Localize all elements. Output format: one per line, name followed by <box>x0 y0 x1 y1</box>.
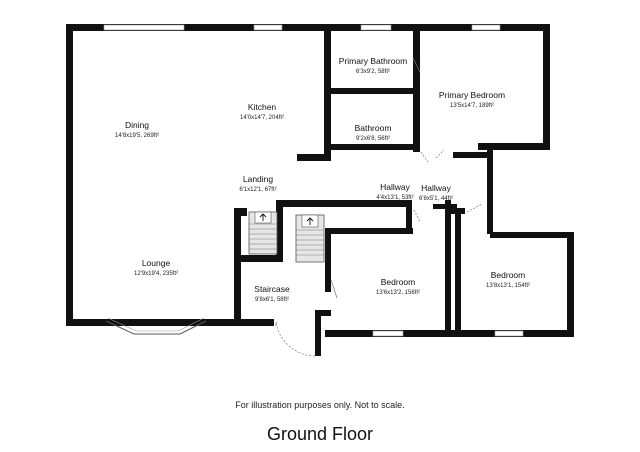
room-bathroom-name: Bathroom <box>355 123 392 133</box>
room-bedroom-1-name: Bedroom <box>381 277 416 287</box>
room-hallway-2-name: Hallway <box>421 183 452 193</box>
room-hallway-2-dims: 6'8x5'1, 44ft² <box>419 196 453 202</box>
room-kitchen-name: Kitchen <box>248 102 277 112</box>
room-bedroom-2-name: Bedroom <box>491 270 526 280</box>
room-dining-name: Dining <box>125 120 149 130</box>
room-landing-name: Landing <box>243 174 274 184</box>
room-hallway-1-name: Hallway <box>380 182 411 192</box>
floor-plan: Dining 14'8x19'5, 269ft² Kitchen 14'0x14… <box>66 24 574 357</box>
room-primary-bathroom-dims: 6'3x9'2, 58ft² <box>356 69 390 75</box>
room-labels: Dining 14'8x19'5, 269ft² Kitchen 14'0x14… <box>115 56 530 303</box>
room-dining-dims: 14'8x19'5, 269ft² <box>115 133 159 139</box>
room-staircase-name: Staircase <box>254 284 290 294</box>
room-bedroom-1-dims: 13'6x13'2, 156ft² <box>376 290 420 296</box>
stairs-left <box>248 211 278 255</box>
room-primary-bathroom-name: Primary Bathroom <box>339 56 408 66</box>
room-kitchen-dims: 14'0x14'7, 204ft² <box>240 115 284 121</box>
windows <box>103 24 524 337</box>
disclaimer-text: For illustration purposes only. Not to s… <box>235 400 405 410</box>
room-primary-bedroom-dims: 13'5x14'7, 189ft² <box>450 103 494 109</box>
room-bathroom-dims: 9'2x6'8, 56ft² <box>356 136 390 142</box>
stairs-right <box>295 214 325 263</box>
bay-window <box>105 317 207 335</box>
room-bedroom-2-dims: 13'8x13'1, 154ft² <box>486 283 530 289</box>
room-hallway-1-dims: 4'4x13'1, 53ft² <box>376 195 413 201</box>
room-lounge-name: Lounge <box>142 258 171 268</box>
room-primary-bedroom-name: Primary Bedroom <box>439 90 505 100</box>
room-lounge-dims: 12'9x19'4, 235ft² <box>134 271 178 277</box>
doors <box>275 57 483 357</box>
walls <box>66 24 574 356</box>
room-staircase-dims: 9'8x6'1, 58ft² <box>255 297 289 303</box>
floor-title: Ground Floor <box>266 424 374 444</box>
room-landing-dims: 6'1x12'1, 67ft² <box>239 187 276 193</box>
